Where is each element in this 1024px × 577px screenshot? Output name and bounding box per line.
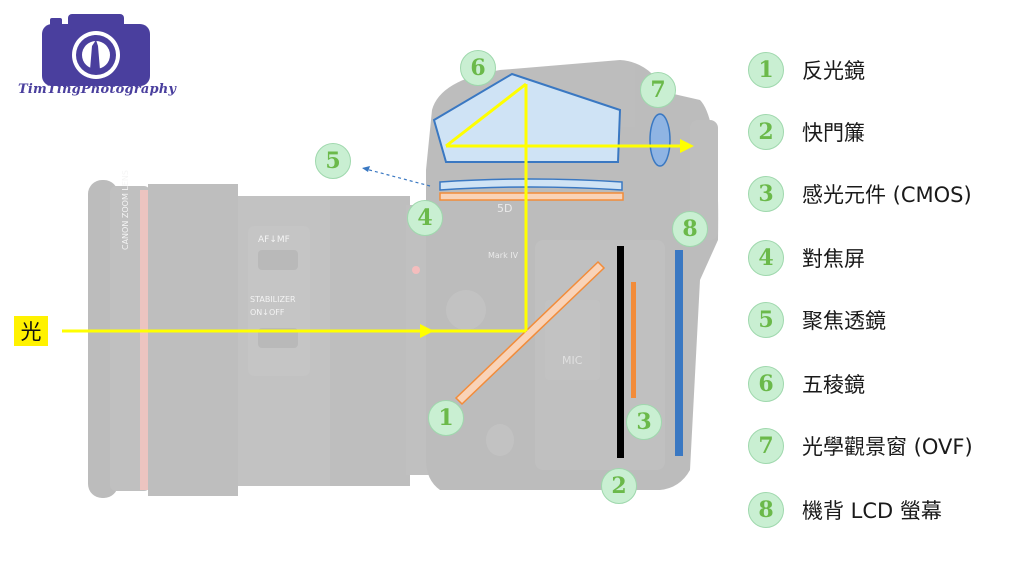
legend-label-6: 五稜鏡 — [802, 373, 865, 397]
logo-camera-icon — [42, 14, 150, 86]
reflex-mirror — [454, 260, 606, 406]
marker-7: 7 — [640, 72, 676, 108]
legend-item-5: 5 聚焦透鏡 — [748, 300, 886, 340]
stab-switch-text: ON↓OFF — [250, 308, 285, 317]
cmos-sensor — [631, 282, 636, 398]
mic-text: MIC — [562, 354, 583, 367]
legend-label-4: 對焦屏 — [802, 247, 865, 271]
lens-front-ring — [88, 180, 118, 498]
lens-zoom-ring — [148, 184, 238, 496]
marker-2: 2 — [601, 468, 637, 504]
legend-label-8: 機背 LCD 螢幕 — [802, 499, 942, 523]
legend-item-7: 7 光學觀景窗 (OVF) — [748, 426, 973, 466]
marker-8: 8 — [672, 211, 708, 247]
lens-focus-ring — [330, 196, 410, 486]
lens-red-ring — [140, 190, 150, 490]
legend-label-3: 感光元件 (CMOS) — [802, 183, 972, 207]
legend-number-8: 8 — [748, 492, 784, 528]
legend-number-6: 6 — [748, 366, 784, 402]
legend-label-5: 聚焦透鏡 — [802, 309, 886, 333]
focusing-lens-pointer-head — [362, 166, 370, 172]
af-switch — [258, 250, 298, 270]
marker-3: 3 — [626, 404, 662, 440]
light-path — [62, 82, 694, 338]
lens-release-button — [446, 290, 486, 330]
legend-item-4: 4 對焦屏 — [748, 238, 865, 278]
focusing-screen — [439, 192, 624, 201]
eyepiece — [690, 120, 718, 240]
legend-number-5: 5 — [748, 302, 784, 338]
light-ray-prism-left — [445, 82, 527, 148]
stabilizer-text: STABILIZER — [250, 295, 296, 304]
legend-label-1: 反光鏡 — [802, 59, 865, 83]
legend-item-2: 2 快門簾 — [748, 112, 865, 152]
legend-label-2: 快門簾 — [802, 121, 865, 145]
lens-switch-section — [238, 196, 333, 486]
port-cover — [545, 300, 600, 380]
body-model-text: 5D — [497, 202, 512, 215]
fade-overlay — [80, 55, 730, 505]
dof-button — [486, 424, 514, 456]
shutter-curtain — [617, 246, 624, 458]
marker-5: 5 — [315, 143, 351, 179]
light-label: 光 — [14, 316, 48, 346]
legend-item-6: 6 五稜鏡 — [748, 364, 865, 404]
legend-number-1: 1 — [748, 52, 784, 88]
marker-1: 1 — [428, 400, 464, 436]
light-ray-arrow-lens — [420, 324, 434, 338]
eyepiece-lens — [649, 113, 671, 167]
stab-switch — [258, 328, 298, 348]
marker-4: 4 — [407, 200, 443, 236]
mark-text: Mark IV — [488, 251, 519, 260]
legend-item-8: 8 機背 LCD 螢幕 — [748, 490, 942, 530]
light-ray-arrow-eye — [680, 139, 694, 153]
lens-brand-text: CANON ZOOM LENS — [121, 170, 130, 250]
mount-index-dot — [412, 266, 420, 274]
af-switch-text: AF↓MF — [258, 235, 290, 245]
lcd-screen — [675, 250, 683, 456]
legend-item-1: 1 反光鏡 — [748, 50, 865, 90]
lens-front-barrel — [110, 186, 150, 491]
legend-label-7: 光學觀景窗 (OVF) — [802, 435, 973, 459]
legend-number-7: 7 — [748, 428, 784, 464]
legend-number-3: 3 — [748, 176, 784, 212]
camera-body — [426, 60, 719, 490]
marker-6: 6 — [460, 50, 496, 86]
legend-number-4: 4 — [748, 240, 784, 276]
switch-panel — [248, 226, 310, 376]
legend-item-3: 3 感光元件 (CMOS) — [748, 174, 972, 214]
logo-text: TimTingPhotography — [18, 82, 177, 97]
legend-number-2: 2 — [748, 114, 784, 150]
focusing-lens — [439, 178, 623, 191]
